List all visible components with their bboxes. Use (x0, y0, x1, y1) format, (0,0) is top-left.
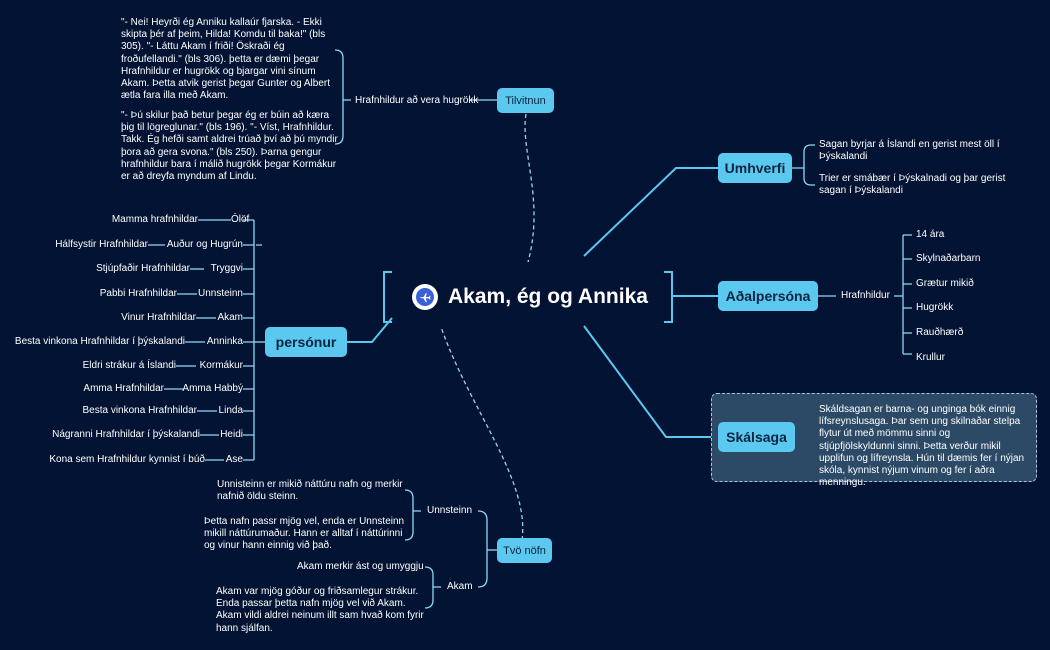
adalpersona-sub[interactable]: Hrafnhildur (841, 290, 890, 301)
person-name[interactable]: Unnsteinn (197, 288, 243, 299)
person-role[interactable]: Stjúpfaðir Hrafnhildar (96, 263, 190, 274)
skalsaga-node[interactable]: Skálsaga (718, 422, 795, 452)
person-name[interactable]: Ase (225, 454, 243, 465)
quote-1: "- Nei! Heyrði ég Anniku kallaúr fjarska… (121, 17, 330, 102)
skalsaga-text[interactable]: Skáldsagan er barna- og unginga bók einn… (819, 404, 1025, 489)
root-bracket-left (383, 271, 392, 323)
quote-2: "- Þú skilur það betur þegar ég er búin … (121, 110, 338, 183)
tvo-nofn-node[interactable]: Tvö nöfn (497, 538, 552, 563)
person-role[interactable]: Hálfsystir Hrafnhildar (55, 239, 148, 250)
person-name[interactable]: Linda (218, 405, 243, 416)
skalsaga-box (711, 393, 1037, 482)
umhverfi-node[interactable]: Umhverfi (718, 153, 792, 183)
umhverfi-item[interactable]: Trier er smábær í Þýskalnadi og þar geri… (819, 173, 1006, 197)
unnsteinn-item[interactable]: Unnisteinn er mikið náttúru nafn og merk… (217, 479, 403, 503)
tilvitnun-node[interactable]: Tilvitnun (497, 88, 554, 113)
akam-sub[interactable]: Akam (447, 581, 473, 592)
trait-item[interactable]: Krullur (916, 352, 945, 363)
unnsteinn-item[interactable]: Þetta nafn passr mjög vel, enda er Unnst… (204, 516, 405, 552)
trait-item[interactable]: Grætur mikið (916, 278, 974, 289)
person-role[interactable]: Pabbi Hrafnhildar (99, 288, 177, 299)
trait-item[interactable]: Rauðhærð (916, 327, 964, 338)
person-name[interactable]: Akam (217, 312, 243, 323)
root-topic[interactable]: Akam, ég og Annika (412, 278, 648, 316)
unnsteinn-sub[interactable]: Unnsteinn (427, 505, 473, 516)
person-role[interactable]: Vinur Hrafnhildar (121, 312, 196, 323)
personur-node[interactable]: persónur (265, 327, 347, 357)
person-role[interactable]: Mamma hrafnhildar (111, 214, 198, 225)
airplane-icon (412, 284, 438, 310)
root-title: Akam, ég og Annika (448, 285, 648, 308)
adalpersona-node[interactable]: Aðalpersóna (718, 281, 818, 311)
person-name[interactable]: Amma Habbý (182, 383, 243, 394)
person-role[interactable]: Nágranni Hrafnhildar í þýskalandi (52, 429, 200, 440)
person-role[interactable]: Amma Hrafnhildar (83, 383, 164, 394)
person-name[interactable]: Auður og Hugrún (166, 239, 243, 250)
person-name[interactable]: Anninka (206, 336, 243, 347)
trait-item[interactable]: 14 ára (916, 229, 945, 240)
person-role[interactable]: Kona sem Hrafnhildur kynnist í búð (49, 454, 205, 465)
trait-item[interactable]: Skylnaðarbarn (916, 253, 981, 264)
person-name[interactable]: Ólöf (231, 214, 250, 225)
akam-item[interactable]: Akam merkir ást og umyggju (297, 561, 424, 572)
root-bracket-right (664, 271, 673, 323)
akam-item[interactable]: Akam var mjög góður og friðsamlegur strá… (216, 586, 424, 634)
person-name[interactable]: Heidi (220, 429, 243, 440)
person-role[interactable]: Besta vinkona Hrafnhildar (82, 405, 197, 416)
person-name[interactable]: Tryggvi (210, 263, 243, 274)
person-role[interactable]: Besta vinkona Hrafnhildar í þýskalandi (14, 336, 185, 347)
trait-item[interactable]: Hugrökk (916, 302, 954, 313)
tilvitnun-sub[interactable]: Hrafnhildur að vera hugrökk (355, 95, 479, 106)
umhverfi-item[interactable]: Sagan byrjar á Íslandi en gerist mest öl… (819, 139, 1000, 163)
person-name[interactable]: Kormákur (199, 360, 243, 371)
person-role[interactable]: Eldri strákur á Íslandi (82, 360, 176, 371)
